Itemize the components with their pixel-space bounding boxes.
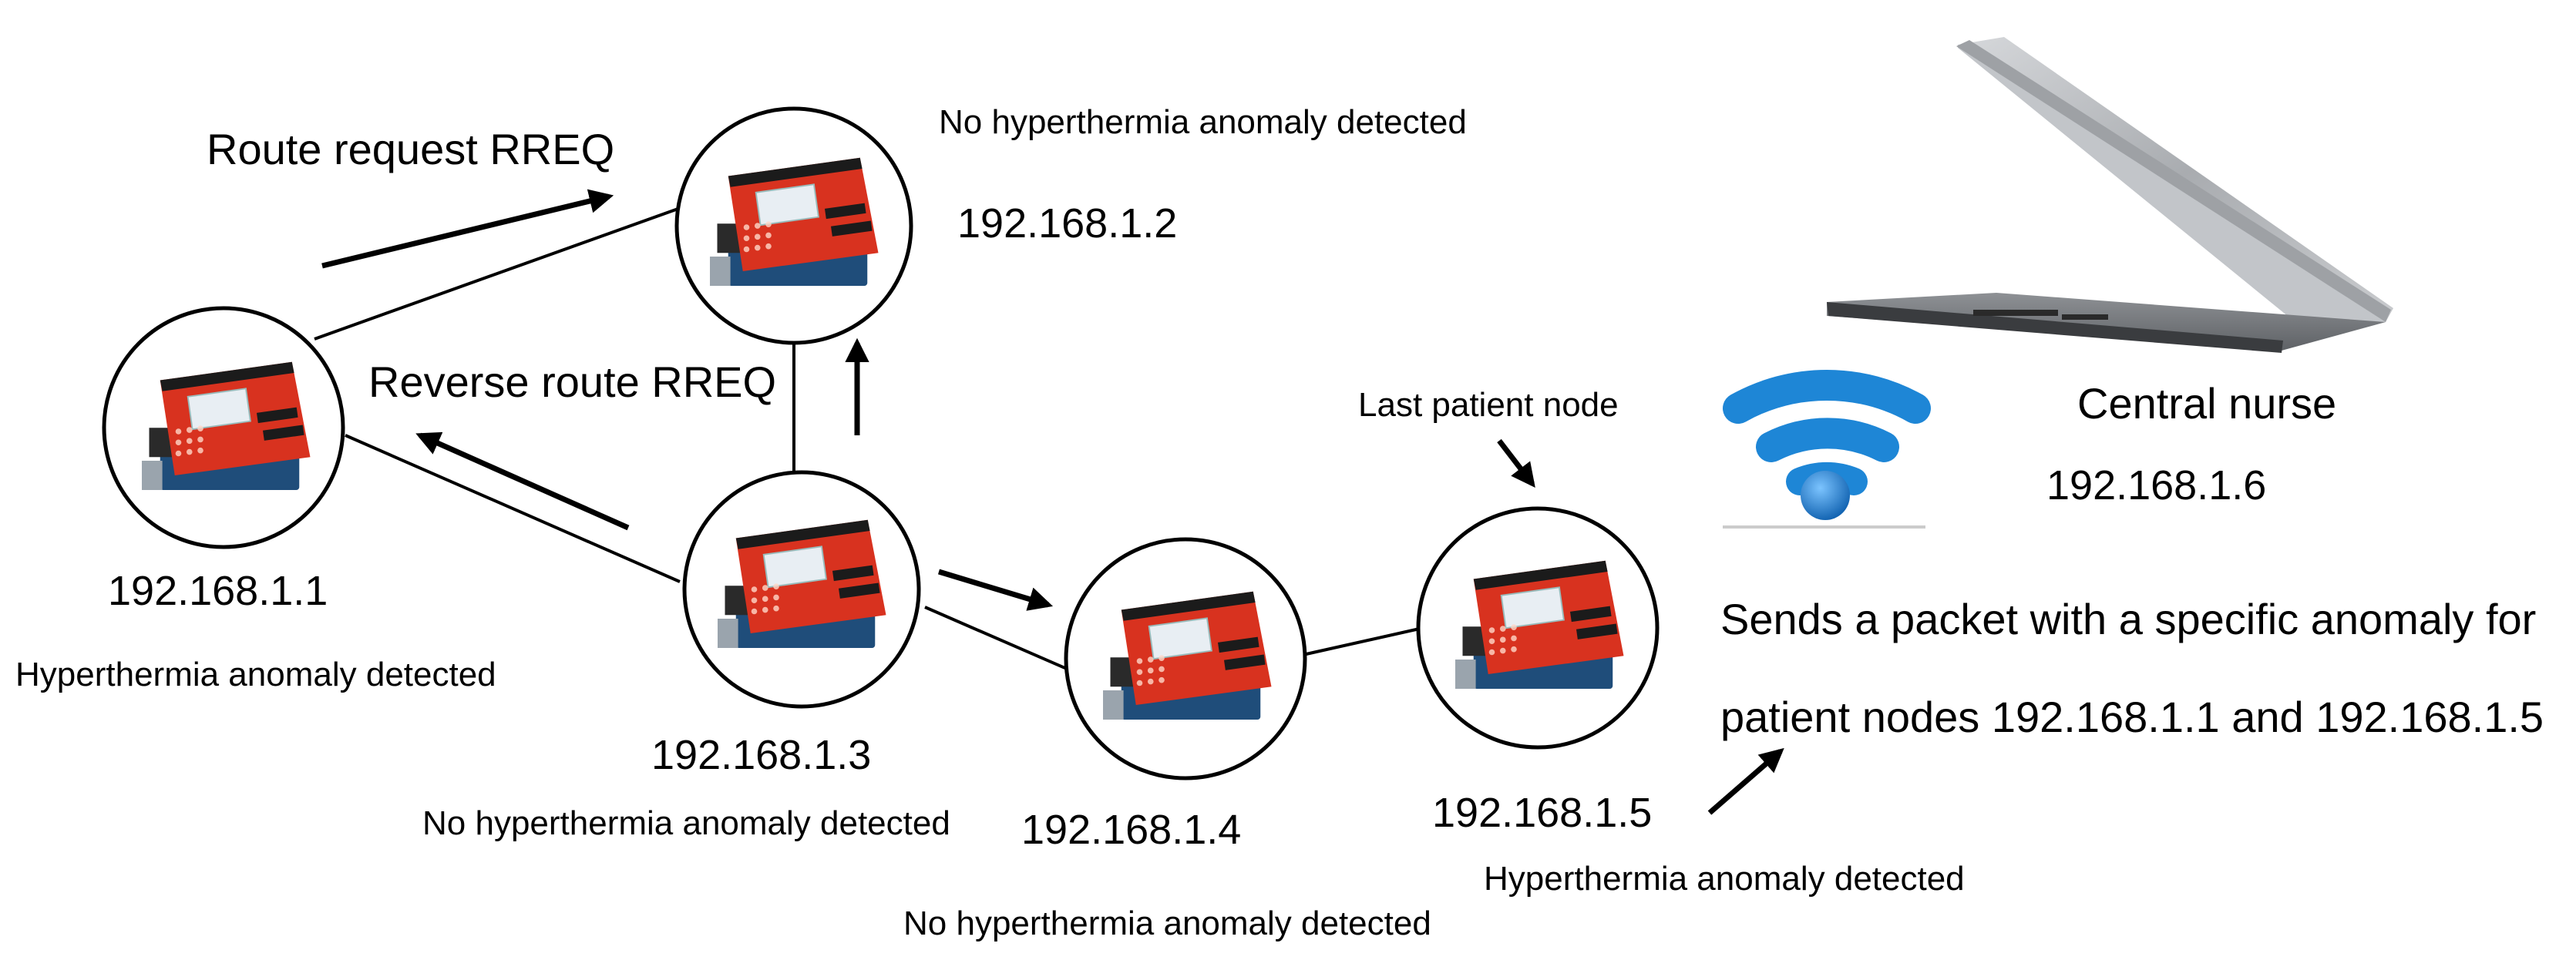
last-patient-label: Last patient node <box>1358 386 1619 424</box>
node-3-ip: 192.168.1.3 <box>651 732 871 778</box>
wifi-icon <box>1723 370 1931 529</box>
central-nurse-ip: 192.168.1.6 <box>2046 462 2266 509</box>
node-links <box>314 205 1431 676</box>
node-1-status: Hyperthermia anomaly detected <box>15 656 496 693</box>
node-2-status: No hyperthermia anomaly detected <box>939 103 1467 141</box>
route-request-arrow <box>321 189 614 269</box>
node-5-ip: 192.168.1.5 <box>1432 790 1652 836</box>
node-1-ip: 192.168.1.1 <box>108 568 328 614</box>
node-2 <box>674 106 913 345</box>
forward-arrow <box>937 569 1054 611</box>
node-5 <box>1416 506 1660 750</box>
reverse-route-arrow <box>415 431 630 531</box>
message-pointer-arrow <box>1707 747 1784 815</box>
node-5-status: Hyperthermia anomaly detected <box>1484 860 1965 898</box>
node-4-status: No hyperthermia anomaly detected <box>903 905 1431 942</box>
link-4-5 <box>1302 625 1431 656</box>
message-line-2: patient nodes 192.168.1.1 and 192.168.1.… <box>1720 693 2544 741</box>
reverse-route-label: Reverse route RREQ <box>368 357 776 406</box>
last-node-pointer-arrow <box>1497 438 1535 488</box>
message-line-1: Sends a packet with a specific anomaly f… <box>1720 595 2536 643</box>
node-2-ip: 192.168.1.2 <box>957 200 1177 247</box>
laptop-icon <box>1827 37 2393 353</box>
link-1-2 <box>314 205 685 341</box>
route-request-label: Route request RREQ <box>207 125 614 173</box>
node-4 <box>1064 537 1307 780</box>
link-3-4 <box>924 606 1080 676</box>
link-1-3 <box>345 434 681 583</box>
node-1 <box>102 306 345 549</box>
node-4-ip: 192.168.1.4 <box>1021 807 1241 853</box>
node-3-status: No hyperthermia anomaly detected <box>422 804 950 842</box>
flow-arrows <box>321 189 1784 815</box>
central-nurse-label: Central nurse <box>2077 379 2336 428</box>
node-3 <box>682 470 921 709</box>
